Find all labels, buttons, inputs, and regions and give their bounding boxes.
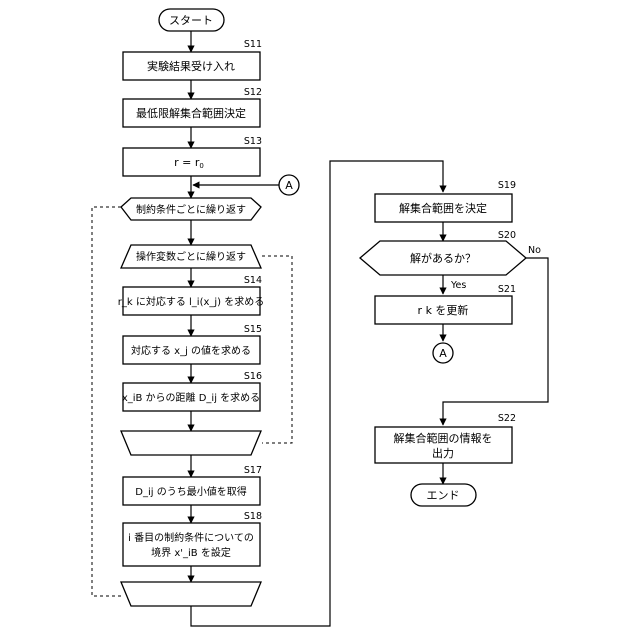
- connector-a-in-label: A: [285, 179, 293, 192]
- outer-loop-label: 制約条件ごとに繰り返す: [136, 203, 246, 216]
- s21-id: S21: [498, 284, 516, 295]
- s19-id: S19: [498, 180, 516, 191]
- connector-a-out-label: A: [439, 347, 447, 360]
- s12-id: S12: [244, 87, 262, 98]
- s18-text-line2: 境界 x'_iB を設定: [151, 546, 231, 559]
- s11-id: S11: [244, 39, 262, 50]
- s14-text: r_k に対応する l_i(x_j) を求める: [118, 295, 265, 308]
- s22-text-line2: 出力: [432, 446, 454, 460]
- s18-id: S18: [244, 511, 262, 522]
- s15-id: S15: [244, 324, 262, 335]
- s17-text: D_ij のうち最小値を取得: [135, 485, 246, 498]
- s13-text-main: r = r: [174, 156, 200, 169]
- outer-loop-end: [121, 582, 261, 606]
- outer-loop-bracket: [92, 207, 121, 596]
- s16-id: S16: [244, 371, 262, 382]
- s22-text-line1: 解集合範囲の情報を: [394, 431, 493, 445]
- s15-text: 対応する x_j の値を求める: [131, 344, 251, 357]
- s12-text: 最低限解集合範囲決定: [136, 106, 246, 120]
- s11-text: 実験結果受け入れ: [147, 59, 235, 73]
- s13-id: S13: [244, 136, 262, 147]
- s18-box: [123, 523, 260, 566]
- s16-text: x_iB からの距離 D_ij を求める: [122, 391, 260, 404]
- inner-loop-bracket: [262, 256, 292, 443]
- s20-text: 解があるか？: [410, 251, 476, 265]
- s22-id: S22: [498, 413, 516, 424]
- s19-text: 解集合範囲を決定: [399, 201, 487, 215]
- s13-text-sub: 0: [199, 162, 203, 170]
- s17-id: S17: [244, 465, 262, 476]
- s18-text-line1: i 番目の制約条件についての: [128, 531, 254, 544]
- end-label: エンド: [427, 489, 460, 502]
- inner-loop-label: 操作変数ごとに繰り返す: [136, 250, 246, 263]
- start-label: スタート: [169, 14, 213, 27]
- no-label: No: [528, 245, 541, 256]
- yes-label: Yes: [450, 280, 466, 291]
- s14-id: S14: [244, 275, 262, 286]
- inner-loop-end: [121, 431, 261, 455]
- s21-text: r k を更新: [418, 303, 469, 317]
- s20-id: S20: [498, 230, 516, 241]
